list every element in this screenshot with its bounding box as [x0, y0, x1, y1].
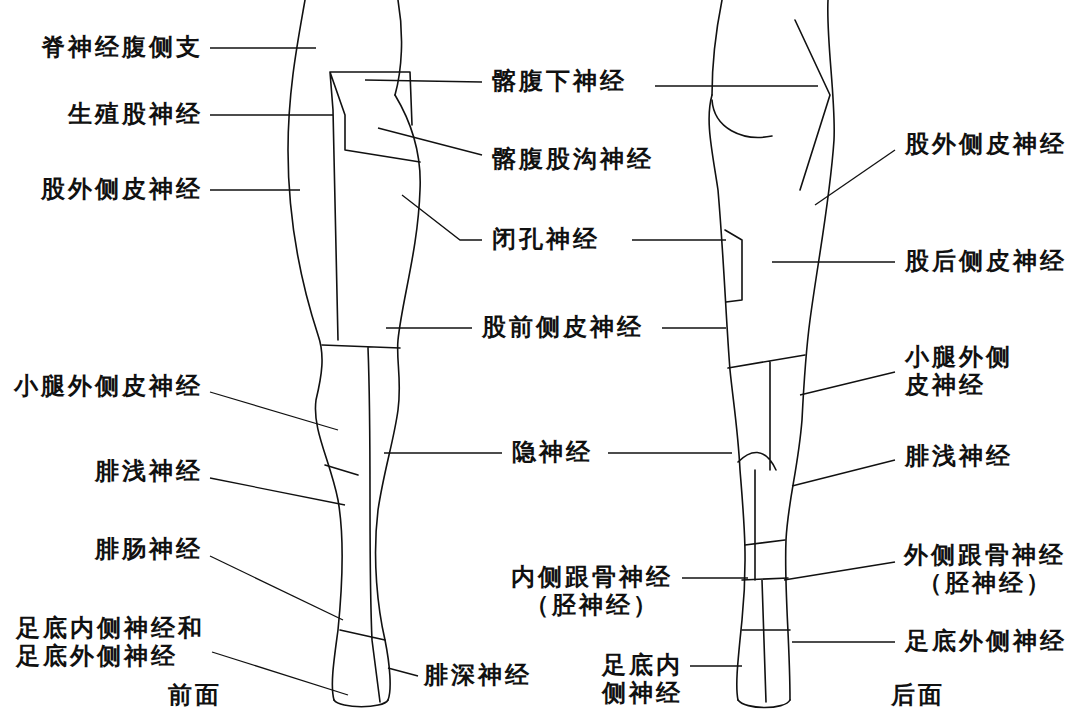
- nerve-label: 腓深神经: [422, 662, 534, 690]
- nerve-label: 生殖股神经: [66, 101, 205, 129]
- leg-outline: [288, 0, 342, 700]
- dermatome-line: [725, 20, 830, 302]
- nerve-label: 髂腹股沟神经: [490, 146, 656, 174]
- leader-line: [212, 652, 348, 695]
- leader-line: [608, 452, 732, 453]
- leader-line: [800, 372, 895, 395]
- nerve-label: 足底内侧神经和 足底外侧神经: [14, 615, 207, 670]
- leader-line: [384, 452, 502, 453]
- leader-line: [772, 261, 895, 262]
- nerve-label: 股外侧皮神经: [903, 131, 1069, 159]
- leg-outline: [376, 95, 421, 700]
- nerve-label: 内侧跟骨神经 （胫神经）: [509, 564, 675, 619]
- leader-line: [815, 150, 895, 205]
- leader-line: [210, 189, 300, 190]
- leg-outline: [738, 700, 790, 708]
- leader-line: [662, 327, 726, 328]
- leg-outline: [709, 95, 745, 700]
- nerve-label: 腓肠神经: [93, 536, 205, 564]
- nerve-label: 足底内 侧神经: [600, 652, 685, 707]
- leg-outline: [712, 0, 772, 137]
- leader-line: [655, 85, 818, 86]
- nerve-label: 腓浅神经: [93, 458, 205, 486]
- dermatome-line: [322, 345, 400, 702]
- nerve-label: 小腿外侧 皮神经: [903, 344, 1015, 399]
- leader-line: [682, 577, 748, 578]
- dermatome-line: [742, 540, 790, 702]
- leader-line: [388, 668, 418, 676]
- leader-line: [690, 665, 742, 666]
- nerve-label: 脊神经腹侧支: [39, 34, 205, 62]
- nerve-label: 股后侧皮神经: [903, 248, 1069, 276]
- leader-line: [210, 478, 345, 505]
- nerve-label: 腓浅神经: [903, 443, 1015, 471]
- nerve-label: 前面: [166, 682, 224, 710]
- leader-line: [632, 239, 726, 240]
- leader-line: [210, 114, 333, 115]
- nerve-label: 股前侧皮神经: [480, 314, 646, 342]
- leader-line: [386, 327, 472, 328]
- nerve-label: 小腿外侧皮神经: [12, 373, 205, 401]
- leader-line: [402, 195, 482, 240]
- leader-line: [792, 641, 895, 642]
- nerve-label: 隐神经: [510, 439, 595, 467]
- dermatome-line: [728, 355, 805, 580]
- leader-line: [784, 562, 895, 580]
- nerve-label: 闭孔神经: [490, 226, 602, 254]
- leader-line: [210, 47, 316, 48]
- leader-line: [365, 80, 482, 82]
- dermatome-line: [330, 72, 420, 340]
- nerve-label: 足底外侧神经: [903, 628, 1069, 656]
- leader-line: [378, 128, 482, 155]
- nerve-label: 外侧跟骨神经 （胫神经）: [902, 542, 1068, 597]
- leader-line: [792, 460, 895, 486]
- nerve-label: 股外侧皮神经: [39, 176, 205, 204]
- leader-line: [210, 556, 343, 620]
- nerve-label: 后面: [889, 682, 947, 710]
- nerve-label: 髂腹下神经: [490, 68, 629, 96]
- leader-line: [210, 392, 338, 430]
